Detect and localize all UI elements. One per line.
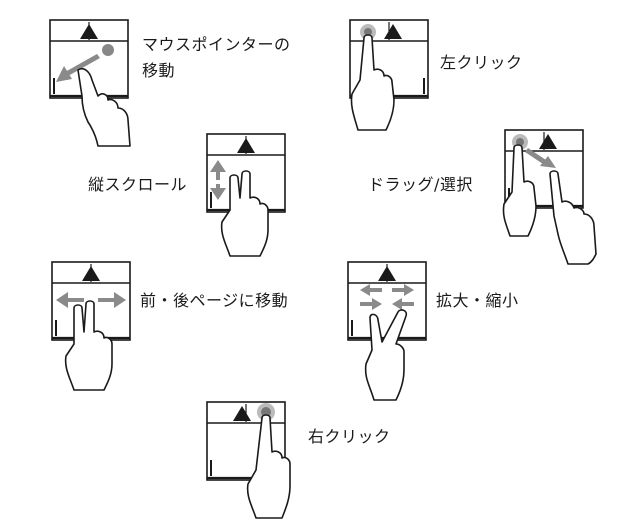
gesture-left-click: 左クリック bbox=[330, 0, 640, 131]
gesture-label-drag-select: ドラッグ/選択 bbox=[368, 175, 473, 194]
arrow-drag-diagonal-icon bbox=[525, 148, 556, 168]
pointer-triangle-icon bbox=[384, 24, 402, 39]
touchpad-left-click-illustration bbox=[349, 19, 429, 131]
touch-point-icon bbox=[102, 44, 114, 56]
touchpad-drag-select-illustration bbox=[502, 129, 597, 265]
touchpad-vertical-scroll-illustration bbox=[206, 133, 286, 257]
pointer-triangle-icon bbox=[82, 266, 100, 281]
hand-icon bbox=[364, 309, 408, 401]
gesture-drag-select: ドラッグ/選択 bbox=[360, 126, 640, 266]
gesture-zoom: 拡大・縮小 bbox=[330, 254, 640, 404]
gesture-vertical-scroll: 縦スクロール bbox=[80, 126, 300, 257]
gesture-label-back-forward: 前・後ページに移動 bbox=[140, 291, 289, 310]
gesture-label-zoom: 拡大・縮小 bbox=[436, 291, 519, 310]
touchpad-zoom-illustration bbox=[347, 261, 427, 401]
pointer-triangle-icon bbox=[237, 138, 255, 153]
pointer-triangle-icon bbox=[80, 24, 98, 39]
touchpad-move-pointer-illustration bbox=[49, 19, 131, 147]
hand-icon bbox=[246, 414, 291, 519]
pointer-triangle-icon bbox=[378, 266, 396, 281]
hand-left-icon bbox=[502, 144, 537, 237]
pointer-triangle-icon bbox=[233, 406, 251, 421]
touchpad-right-click-illustration bbox=[206, 401, 291, 519]
touchpad-back-forward-illustration bbox=[51, 261, 131, 391]
hand-right-icon bbox=[549, 170, 597, 265]
gesture-label-move-pointer-line1: マウスポインターの bbox=[142, 35, 291, 54]
gesture-label-right-click: 右クリック bbox=[308, 427, 391, 446]
gesture-label-vertical-scroll: 縦スクロール bbox=[88, 175, 188, 194]
arrow-lower-left-icon bbox=[56, 54, 100, 82]
arrow-up-down-icon bbox=[210, 160, 226, 200]
pointer-triangle-icon bbox=[539, 134, 557, 149]
gesture-right-click: 右クリック bbox=[180, 396, 440, 520]
gesture-label-left-click: 左クリック bbox=[440, 53, 523, 72]
hand-icon bbox=[350, 34, 395, 131]
arrow-pinch-icon bbox=[360, 284, 414, 310]
hand-icon bbox=[220, 170, 269, 257]
arrow-left-right-icon bbox=[56, 292, 126, 308]
gesture-label-move-pointer-line2: 移動 bbox=[142, 61, 176, 80]
gesture-move-pointer: マウスポインターの 移動 bbox=[0, 0, 320, 150]
gesture-back-forward: 前・後ページに移動 bbox=[0, 254, 330, 394]
hand-icon bbox=[64, 300, 113, 391]
hand-icon bbox=[77, 67, 131, 147]
